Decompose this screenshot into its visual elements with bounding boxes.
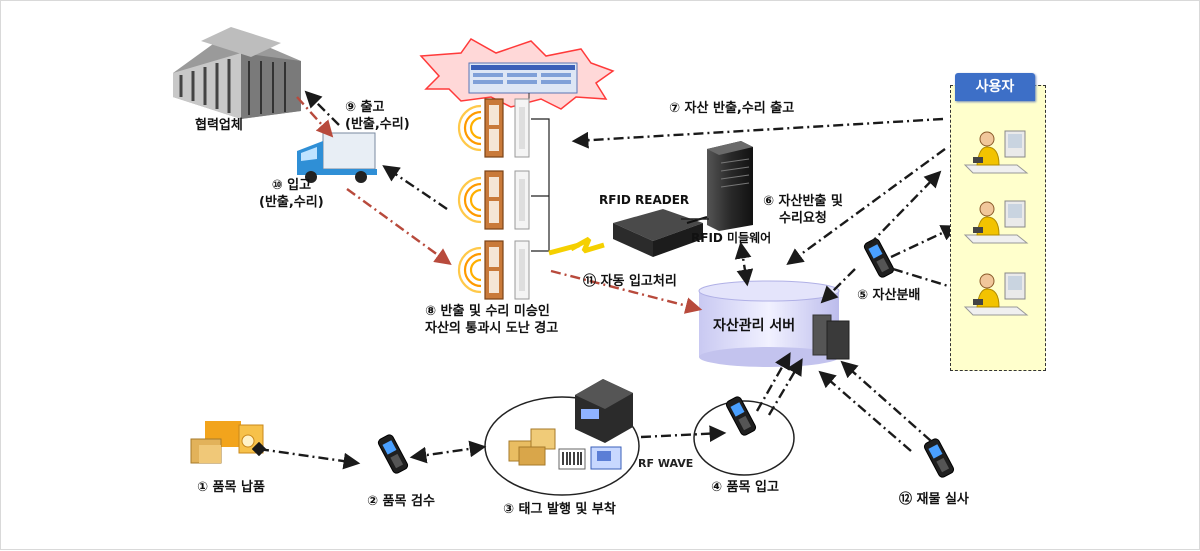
- handheld-reader-icon: [725, 396, 757, 436]
- building-icon: [173, 27, 301, 119]
- alarm-monitor-icon: [419, 38, 615, 110]
- receipt-in-label: ⑩ 입고(반출,수리): [259, 178, 324, 210]
- handheld-reader-icon: [377, 434, 409, 474]
- item-receipt-label: ④ 품목 입고: [711, 480, 779, 495]
- rfid-gate-icon: [457, 170, 530, 230]
- barcode-printer-icon: [558, 379, 633, 470]
- arrow-dist-user1: [868, 170, 942, 246]
- arrow-gate-to-truck: [382, 165, 448, 210]
- arrow-truck-to-partner: [304, 90, 340, 126]
- stocktaking-label: ⑫ 재물 실사: [899, 492, 969, 507]
- rfid-reader-icon: [548, 209, 708, 257]
- arrow-delivery-inspect: [251, 441, 361, 470]
- rfid-gate-icon: [457, 98, 530, 158]
- arrow-user-request: [786, 148, 946, 265]
- arrow-truck-to-gate: [346, 188, 452, 265]
- arrow-receipt-server-2: [767, 358, 803, 416]
- database-server-icon: [698, 280, 850, 367]
- rf-wave-label: RF WAVE: [638, 457, 694, 470]
- auto-receipt-label: ⑪ 자동 입고처리: [583, 274, 677, 289]
- server-label: 자산관리 서버: [713, 318, 796, 334]
- partner-label: 협력업체: [195, 118, 243, 133]
- arrow-stocktake-server-2: [840, 360, 932, 442]
- arrow-user-asset-out: [571, 117, 944, 149]
- arrow-tag-receipt: [640, 425, 727, 443]
- distribution-label: ⑤ 자산분배: [857, 288, 921, 303]
- handheld-reader-icon: [923, 438, 955, 478]
- inspection-label: ② 품목 검수: [367, 494, 435, 509]
- boxes-icon: [508, 428, 556, 466]
- handheld-reader-icon: [863, 238, 895, 278]
- server-tower-icon: [707, 141, 753, 231]
- tagging-label: ③ 태그 발행 및 부착: [503, 502, 616, 517]
- shipment-out-label: ⑨ 출고(반출,수리): [345, 100, 410, 132]
- arrow-distribution-server: [820, 268, 856, 304]
- arrow-partner-to-truck: [296, 96, 334, 138]
- user-tab: 사용자: [955, 73, 1035, 101]
- delivery-label: ① 품목 납품: [197, 480, 265, 495]
- forklift-icon: [190, 421, 264, 464]
- user-panel: [950, 85, 1046, 371]
- arrow-dist-user2: [890, 225, 959, 259]
- truck-icon: [297, 132, 377, 183]
- rfid-gate-icon: [457, 240, 530, 300]
- arrow-inspect-tag: [409, 440, 487, 464]
- asset-out-label: ⑦ 자산 반출,수리 출고: [669, 101, 795, 116]
- arrow-auto-receipt: [550, 269, 703, 314]
- middleware-label: RFID 미들웨어: [691, 231, 772, 245]
- arrow-mw-server: [734, 241, 754, 287]
- rfid-reader-label: RFID READER: [599, 193, 690, 207]
